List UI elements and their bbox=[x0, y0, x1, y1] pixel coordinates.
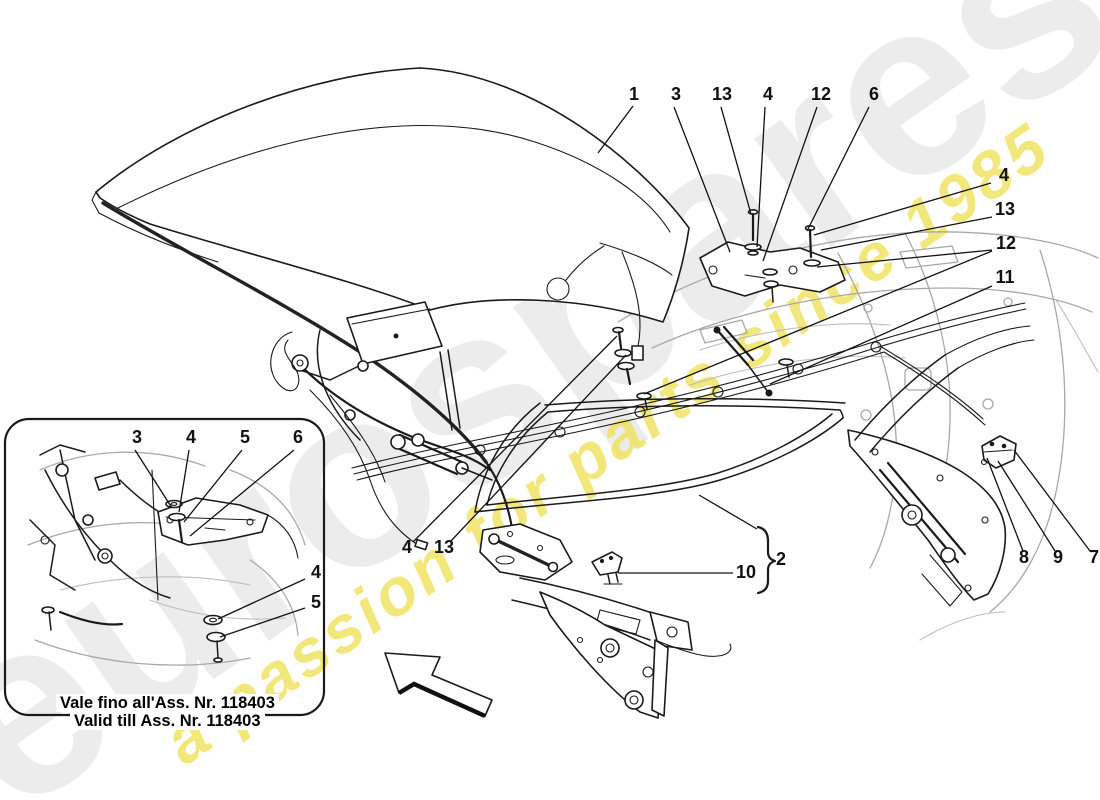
inset-caption: Vale fino all'Ass. Nr. 118403 Valid till… bbox=[56, 694, 279, 730]
body-quarter-panel bbox=[617, 231, 1099, 641]
direction-arrow-icon bbox=[384, 652, 493, 719]
callout-leader-line bbox=[698, 494, 758, 530]
callout-number: 4 bbox=[186, 427, 196, 447]
callout-number: 6 bbox=[293, 427, 303, 447]
callout-number: 11 bbox=[995, 267, 1014, 287]
callout-number: 9 bbox=[1053, 547, 1063, 567]
callout-number: 4 bbox=[999, 165, 1009, 185]
callout-leader-line bbox=[756, 106, 766, 248]
callout-leader-line bbox=[643, 250, 993, 395]
callout-leader-line bbox=[219, 607, 306, 638]
bracket-part-10 bbox=[591, 551, 623, 585]
callout-leader-line bbox=[813, 182, 992, 236]
callout-number: 5 bbox=[240, 427, 250, 447]
callout-leader-line bbox=[997, 460, 1056, 552]
callout-leader-line bbox=[673, 106, 731, 253]
callout-leader-line bbox=[217, 578, 306, 620]
brace-2-icon bbox=[756, 525, 777, 595]
callout-number: 6 bbox=[869, 84, 879, 104]
callout-number: 4 bbox=[402, 537, 412, 557]
callout-number: 2 bbox=[776, 549, 786, 569]
callout-leader-line bbox=[769, 285, 993, 385]
callout-leader-line bbox=[806, 106, 870, 232]
callout-number: 8 bbox=[1019, 547, 1029, 567]
callout-number: 13 bbox=[434, 537, 454, 557]
callout-leader-line bbox=[134, 449, 173, 509]
callout-number: 12 bbox=[811, 84, 831, 104]
callout-leader-line bbox=[597, 105, 634, 154]
storage-frame bbox=[474, 397, 846, 719]
callout-leader-line bbox=[449, 354, 627, 543]
callout-leader-line bbox=[183, 449, 243, 523]
callout-number: 3 bbox=[671, 84, 681, 104]
inset-caption-line1: Vale fino all'Ass. Nr. 118403 bbox=[56, 694, 279, 712]
left-hinge-mechanism bbox=[270, 245, 794, 551]
callout-number: 13 bbox=[712, 84, 732, 104]
callout-number: 7 bbox=[1089, 547, 1099, 567]
inset-caption-line2: Valid till Ass. Nr. 118403 bbox=[70, 712, 265, 730]
hydraulic-lines bbox=[351, 302, 1027, 481]
callout-leader-line bbox=[816, 249, 993, 268]
roof-panel bbox=[91, 67, 690, 530]
callout-leader-line bbox=[1013, 449, 1091, 552]
callout-number: 4 bbox=[311, 562, 321, 582]
right-hinge-mechanism bbox=[847, 325, 1035, 607]
callout-leader-line bbox=[720, 106, 752, 215]
callout-leader-line bbox=[189, 449, 295, 537]
callout-leader-line bbox=[178, 449, 190, 513]
callout-leader-line bbox=[412, 335, 618, 543]
callout-number: 3 bbox=[132, 427, 142, 447]
callout-number: 1 bbox=[629, 84, 639, 104]
callout-number: 12 bbox=[996, 233, 1016, 253]
callout-number: 10 bbox=[736, 562, 756, 582]
callout-leader-line bbox=[986, 457, 1024, 552]
callout-leader-line bbox=[762, 106, 818, 262]
callout-number: 13 bbox=[995, 199, 1015, 219]
callout-leader-line bbox=[820, 216, 993, 251]
callout-number: 4 bbox=[763, 84, 773, 104]
callout-number: 5 bbox=[311, 592, 321, 612]
